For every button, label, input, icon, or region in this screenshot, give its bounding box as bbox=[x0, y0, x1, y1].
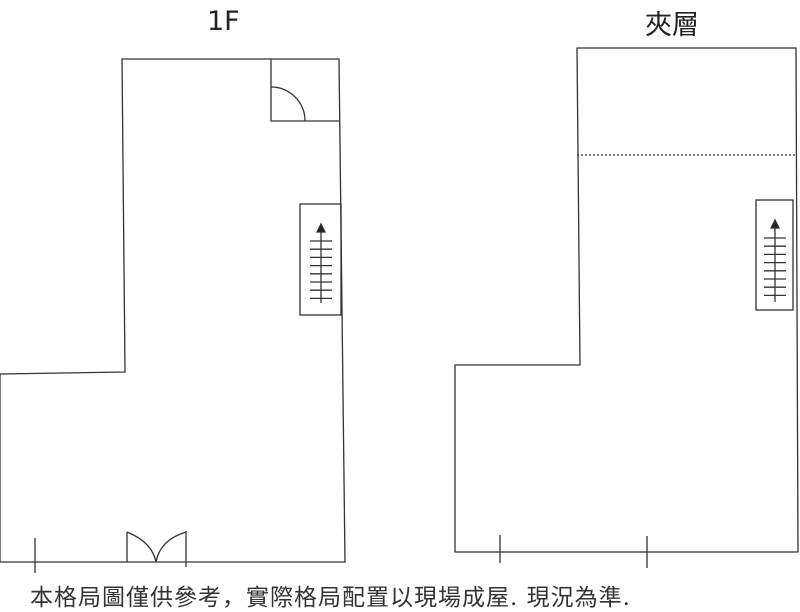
outline-mezzanine bbox=[454, 47, 799, 553]
disclaimer-note: 本格局圖僅供參考，實際格局配置以現場成屋. 現況為準. bbox=[30, 585, 631, 611]
floor-title-mezzanine: 夾層 bbox=[645, 10, 699, 41]
arrow-up-icon bbox=[315, 222, 327, 233]
entrance-double-door bbox=[126, 531, 187, 567]
plan-mezzanine bbox=[454, 47, 799, 568]
arrow-up-icon bbox=[769, 218, 781, 229]
staircase-mezzanine bbox=[755, 199, 794, 311]
closet bbox=[270, 59, 339, 122]
staircase-1f bbox=[299, 203, 342, 316]
door-swing-icon bbox=[270, 86, 306, 122]
plan-1f bbox=[0, 58, 346, 573]
outline-1f bbox=[0, 58, 346, 563]
floor-title-1f: 1F bbox=[207, 6, 240, 37]
